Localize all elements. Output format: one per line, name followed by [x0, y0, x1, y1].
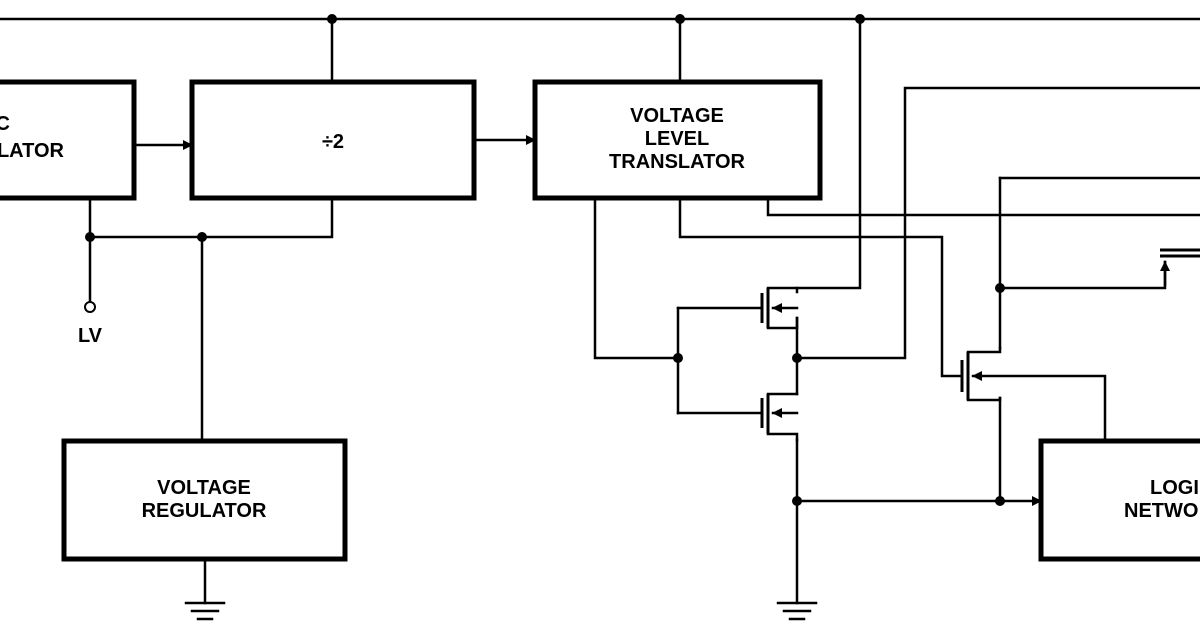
lv-terminal-label: LV	[78, 325, 103, 347]
junction-dots	[85, 14, 1005, 506]
regulator-label-line-1: VOLTAGE	[157, 477, 251, 499]
translator-label-line-3: TRANSLATOR	[609, 151, 745, 173]
divider-block: ÷2	[189, 79, 477, 201]
lv-terminal: LV	[78, 301, 103, 347]
ground-symbol	[184, 601, 226, 621]
logic-network-block: LOGI NETWO	[1038, 438, 1200, 562]
right-transistor	[960, 346, 1002, 402]
regulator-label-line-2: REGULATOR	[142, 500, 267, 522]
logic-label-line-1: LOGI	[1150, 477, 1199, 499]
translator-out-c	[766, 196, 1200, 217]
voltage-regulator-block: VOLTAGE REGULATOR	[61, 438, 348, 562]
nmos-transistor	[760, 392, 799, 442]
voltage-level-translator-block: VOLTAGE LEVEL TRANSLATOR	[532, 79, 823, 201]
oscillator-label-line-2: LATOR	[0, 140, 65, 162]
translator-out-a	[593, 196, 680, 360]
regulator-bus	[88, 196, 334, 239]
divider-label: ÷2	[322, 131, 344, 153]
logic-label-line-2: NETWO	[1124, 500, 1198, 522]
oscillator-block: C LATOR	[0, 79, 137, 201]
right-bus-node	[998, 260, 1167, 290]
logic-feedback	[971, 371, 1107, 443]
inverter-out-link	[795, 86, 1200, 360]
translator-label-line-2: LEVEL	[645, 128, 709, 150]
translator-label-line-1: VOLTAGE	[630, 105, 724, 127]
oscillator-label-line-1: C	[0, 113, 10, 135]
top-right-transistor	[1160, 248, 1200, 287]
rail-to-pmos	[795, 17, 862, 290]
pmos-transistor	[760, 286, 799, 330]
translator-out-b	[678, 196, 964, 378]
ground-symbol	[776, 601, 818, 621]
